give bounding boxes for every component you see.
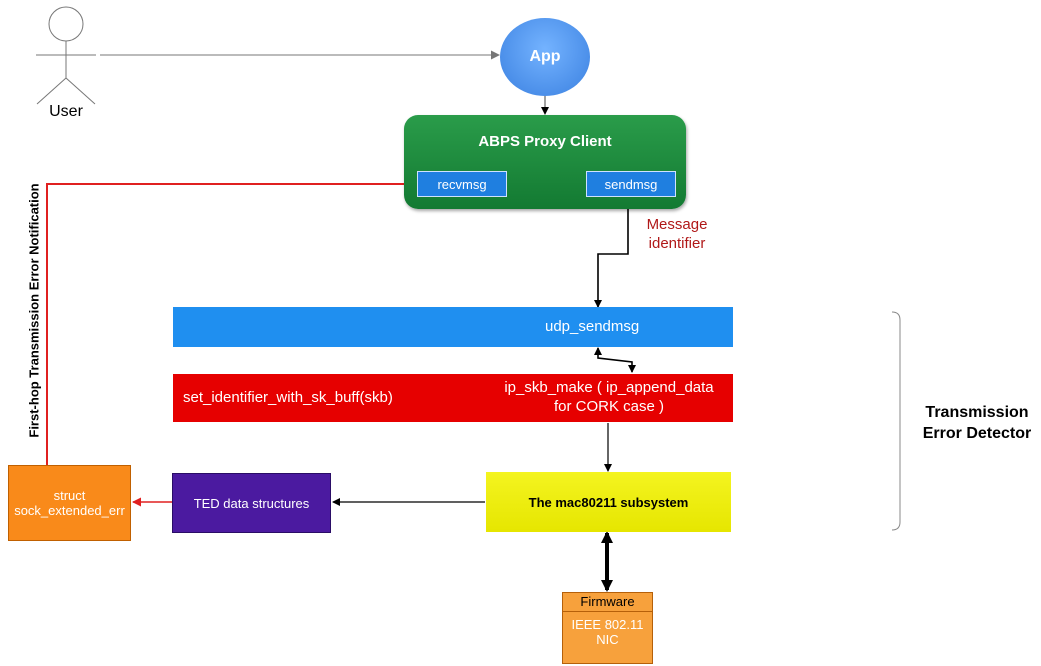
- sendmsg-label: sendmsg: [604, 176, 658, 192]
- user-label: User: [49, 103, 83, 120]
- sendmsg-button[interactable]: sendmsg: [586, 171, 676, 197]
- udp-sendmsg-label: udp_sendmsg: [545, 318, 640, 335]
- ted-label-line1: Transmission: [925, 404, 1029, 421]
- transport-layer-label: Transport Layer: [741, 319, 833, 334]
- ip-skb-make-line1: ip_skb_make ( ip_append_data: [504, 379, 714, 396]
- mac80211-label: The mac80211 subsystem: [528, 494, 689, 510]
- transmission-error-detector-label: Transmission Error Detector: [912, 402, 1041, 444]
- ip-skb-make-line2: for CORK case ): [553, 398, 665, 415]
- struct-line1: struct: [53, 488, 86, 503]
- udp-sendmsg-box[interactable]: udp_sendmsg: [173, 307, 733, 347]
- user-stick-figure: [36, 6, 96, 105]
- firmware-line1: IEEE 802.11: [571, 617, 644, 632]
- notification-vertical-label: First-hop Transmission Error Notificatio…: [26, 183, 42, 438]
- notification-line: [46, 179, 417, 465]
- sock-extended-err-box[interactable]: struct sock_extended_err: [8, 465, 131, 541]
- recvmsg-button[interactable]: recvmsg: [417, 171, 507, 197]
- proxy-client-box: ABPS Proxy Client recvmsg sendmsg: [404, 115, 686, 209]
- network-layer-label: Network Layer: [749, 388, 833, 403]
- firmware-line2: NIC: [596, 632, 619, 647]
- set-identifier-label[interactable]: set_identifier_with_sk_buff(skb): [183, 389, 393, 406]
- layer-bracket: [891, 311, 901, 531]
- firmware-title: Firmware: [563, 593, 652, 612]
- message-identifier-line2: identifier: [648, 235, 706, 252]
- message-identifier-label: Message identifier: [637, 215, 717, 253]
- ip-skb-make-label[interactable]: ip_skb_make ( ip_append_data for CORK ca…: [491, 378, 727, 416]
- sendmsg-to-udp-arrow: [594, 198, 629, 308]
- mac80211-box[interactable]: The mac80211 subsystem: [486, 472, 731, 532]
- struct-line2: sock_extended_err: [14, 503, 125, 518]
- ted-data-structures-label: TED data structures: [193, 495, 310, 511]
- udp-ip-bidir-arrow: [594, 347, 636, 373]
- app-label: App: [529, 48, 561, 65]
- app-node[interactable]: App: [500, 18, 590, 96]
- network-layer-box: set_identifier_with_sk_buff(skb) ip_skb_…: [173, 374, 733, 422]
- ted-label-line2: Error Detector: [922, 425, 1032, 442]
- message-identifier-line1: Message: [646, 216, 708, 233]
- ted-data-structures-box[interactable]: TED data structures: [172, 473, 331, 533]
- proxy-client-title: ABPS Proxy Client: [478, 133, 612, 150]
- recvmsg-label: recvmsg: [437, 176, 487, 192]
- firmware-box[interactable]: Firmware IEEE 802.11 NIC: [562, 592, 653, 664]
- datalink-layer-label: Data-link Layer: [748, 495, 836, 510]
